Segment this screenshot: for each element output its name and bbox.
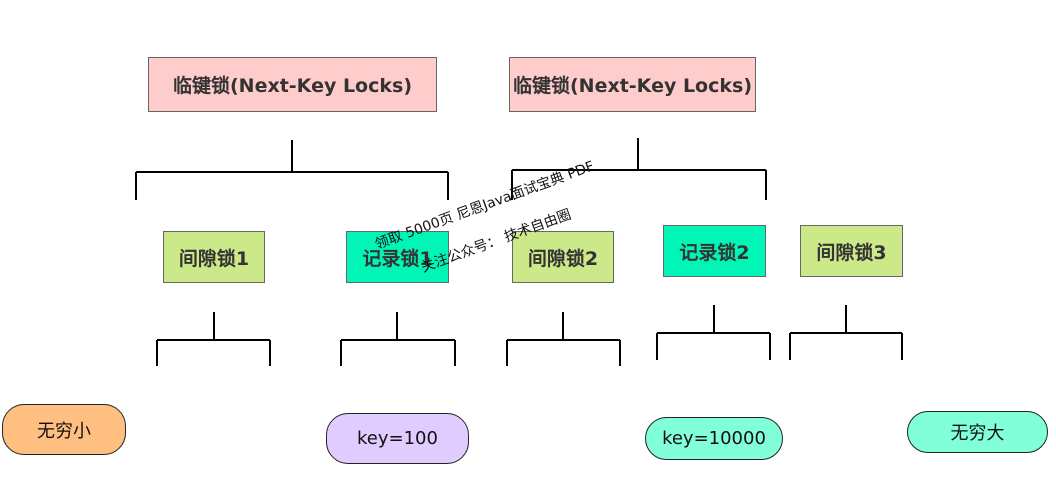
record-lock-2: 记录锁2: [663, 225, 766, 277]
bracket-record-1: [340, 312, 456, 366]
value-positive-infinity: 无穷大: [907, 411, 1048, 453]
bracket-gap-3: [789, 305, 903, 360]
bracket-next-key-1: [135, 140, 449, 200]
next-key-lock-1: 临键锁(Next-Key Locks): [148, 57, 437, 112]
value-key-100: key=100: [326, 413, 469, 464]
gap-lock-2: 间隙锁2: [512, 231, 614, 283]
value-negative-infinity: 无穷小: [2, 404, 126, 455]
next-key-lock-2: 临键锁(Next-Key Locks): [509, 57, 756, 112]
value-key-10000: key=10000: [645, 417, 783, 460]
bracket-record-2: [656, 305, 771, 360]
bracket-gap-1: [156, 312, 271, 366]
gap-lock-3: 间隙锁3: [800, 225, 903, 277]
bracket-next-key-2: [511, 138, 767, 200]
gap-lock-1: 间隙锁1: [163, 231, 265, 283]
bracket-gap-2: [506, 312, 621, 366]
record-lock-1: 记录锁1: [346, 231, 449, 283]
